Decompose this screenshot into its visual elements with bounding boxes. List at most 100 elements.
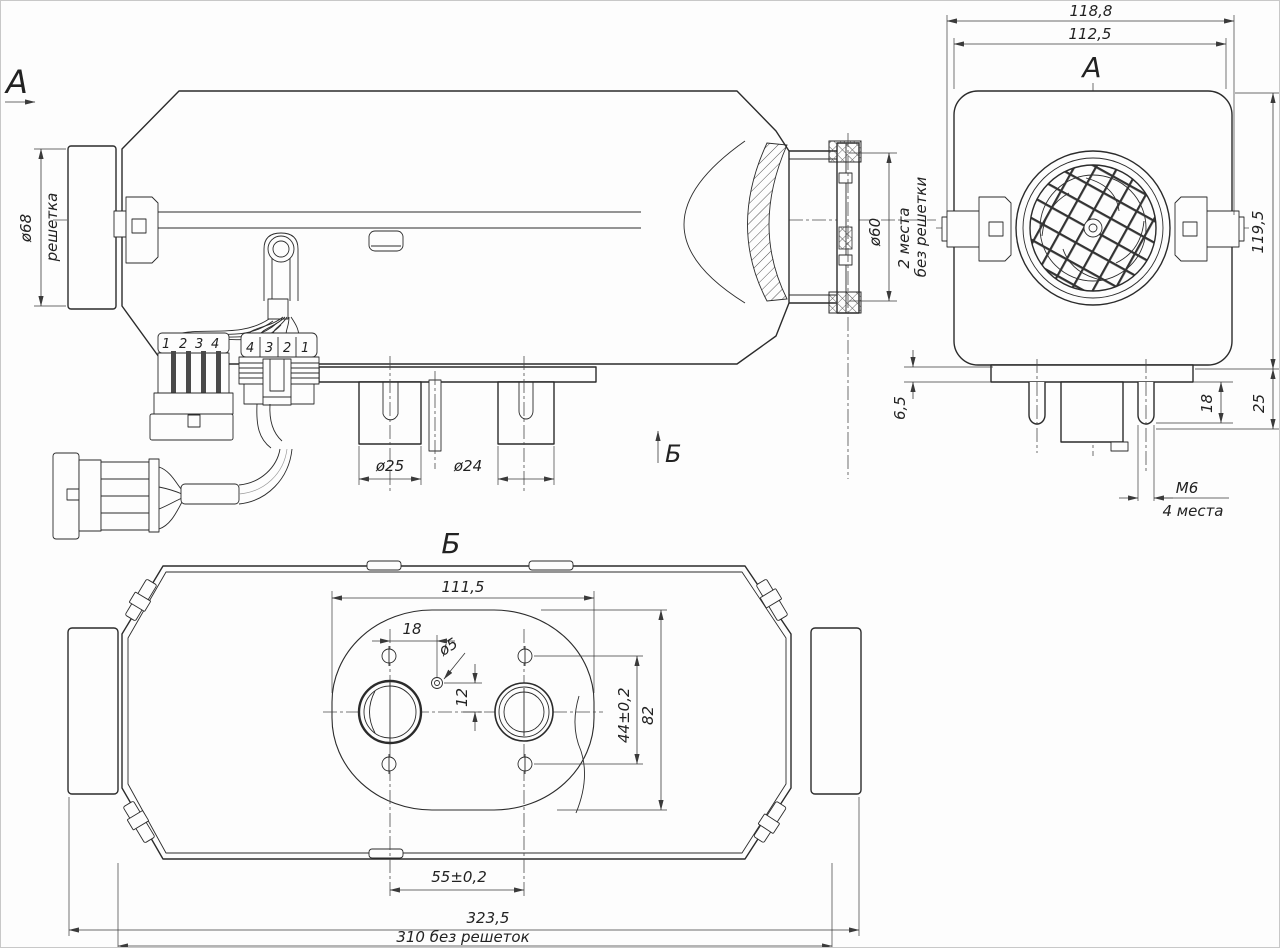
connector-main-tab bbox=[66, 488, 80, 501]
pin-label: 1 bbox=[301, 341, 309, 356]
corner-clamp-br bbox=[753, 801, 787, 843]
bottom-view: Б bbox=[67, 527, 862, 898]
connector-right-wire-1 bbox=[256, 403, 272, 449]
pin-label: 1 bbox=[162, 337, 170, 352]
outlet-grille-block-bottom bbox=[828, 291, 862, 314]
dim-pilot-offset: 18 bbox=[402, 620, 421, 638]
dim-overall-length: 323,5 bbox=[467, 909, 510, 927]
cable-mid bbox=[238, 448, 288, 495]
front-flange bbox=[990, 364, 1194, 383]
edge-tab-2 bbox=[528, 560, 574, 571]
connector-main bbox=[52, 448, 293, 540]
dim-flange-thickness: 6,5 bbox=[891, 396, 909, 420]
dim-grille-diameter: ø68 bbox=[17, 214, 35, 243]
section-a-marker: A bbox=[4, 63, 36, 105]
dim-overall-height: 119,5 bbox=[1249, 211, 1267, 254]
pilot-hole-inner bbox=[434, 680, 440, 686]
cable-sleeve bbox=[180, 483, 240, 505]
dim-pipe-spacing: 55±0,2 bbox=[431, 868, 487, 886]
intake-grille-side bbox=[67, 145, 117, 310]
bottom-grille-left bbox=[67, 627, 119, 795]
intake-port-damper bbox=[369, 690, 376, 734]
connector-right-slot-inner bbox=[269, 358, 285, 392]
pilot-hole-leader bbox=[443, 652, 466, 680]
connector-right-tab bbox=[262, 396, 292, 406]
dim-stud-thread: M6 bbox=[1176, 479, 1199, 497]
section-hatch bbox=[747, 142, 788, 302]
dim-length-without-grilles: 310 без решеток bbox=[396, 928, 529, 946]
outlet-grille-block-top bbox=[828, 140, 862, 163]
connector-left: 1 2 3 4 bbox=[149, 332, 234, 441]
exhaust-port-mid bbox=[498, 686, 550, 738]
pin-label: 3 bbox=[195, 337, 203, 352]
front-pump-box bbox=[1060, 381, 1124, 443]
outlet-detail-1 bbox=[838, 172, 853, 184]
break-line bbox=[574, 695, 585, 814]
side-body bbox=[121, 90, 790, 365]
pin-bar-3 bbox=[201, 351, 206, 394]
dim-pilot-vertical: 12 bbox=[453, 688, 471, 707]
section-b-label: Б bbox=[665, 440, 681, 468]
fan-wire-2 bbox=[158, 486, 183, 495]
dim-plate-width: 111,5 bbox=[442, 578, 485, 596]
outlet-detail-3 bbox=[838, 254, 853, 266]
dim-stud-row-spacing: 44±0,2 bbox=[615, 687, 633, 743]
fan-wire-4 bbox=[158, 501, 183, 530]
dim-plate-height: 82 bbox=[639, 706, 657, 725]
dim-outlet-diameter: ø60 bbox=[866, 218, 884, 247]
fan-wire-1 bbox=[158, 466, 183, 491]
view-b-title: Б bbox=[441, 527, 460, 560]
connector-left-tab bbox=[187, 414, 201, 428]
connector-main-cap bbox=[148, 458, 160, 533]
corner-clamp-tl bbox=[125, 579, 157, 621]
corner-clamp-tr bbox=[756, 579, 788, 621]
dim-overall-width: 118,8 bbox=[1070, 2, 1113, 20]
exhaust-pipe-bore bbox=[518, 382, 534, 420]
bottom-grille-right bbox=[810, 627, 862, 795]
cable-outer bbox=[238, 448, 281, 486]
edge-tab-1 bbox=[366, 560, 402, 571]
note-outlet-places: 2 места bbox=[895, 207, 913, 268]
section-a-label: A bbox=[4, 63, 28, 101]
pin-bar-2 bbox=[186, 351, 191, 394]
clamp-band bbox=[758, 813, 780, 834]
side-view bbox=[53, 90, 936, 491]
seam-latch bbox=[368, 230, 404, 252]
dim-exhaust-pipe: ø24 bbox=[453, 457, 482, 475]
cable-inner bbox=[238, 448, 293, 505]
dim-stud-length: 18 bbox=[1198, 394, 1216, 413]
pin-bar-4 bbox=[216, 351, 221, 394]
front-pump-notch bbox=[1110, 441, 1129, 452]
mount-plate-side bbox=[318, 366, 597, 383]
pin-bar-1 bbox=[171, 351, 176, 394]
connector-left-mid bbox=[153, 392, 234, 415]
fan-ring-mid bbox=[1022, 157, 1164, 299]
dim-body-width: 112,5 bbox=[1069, 25, 1112, 43]
view-a-title: A bbox=[1080, 51, 1101, 84]
front-view-dimensions: 118,8 112,5 119,5 6,5 18 25 M6 4 места bbox=[891, 2, 1279, 520]
front-clamp-block-left bbox=[946, 210, 982, 248]
dim-intake-pipe: ø25 bbox=[375, 457, 404, 475]
clamp-band bbox=[129, 591, 151, 612]
front-clamp-hole-right bbox=[1182, 221, 1198, 237]
exhaust-pipe-stub bbox=[497, 381, 555, 445]
outlet-detail-2 bbox=[838, 226, 853, 250]
fan-hub-inner bbox=[1088, 223, 1098, 233]
pin-label: 2 bbox=[179, 337, 187, 352]
connector-right-wire-2 bbox=[269, 403, 283, 442]
cable-stem bbox=[267, 298, 289, 320]
clamp-band bbox=[127, 810, 149, 831]
pin-label: 2 bbox=[283, 341, 291, 356]
front-clamp-hole-left bbox=[988, 221, 1004, 237]
wiring-harness: 1 2 3 4 4 3 2 1 bbox=[52, 316, 320, 540]
pin-label: 4 bbox=[211, 337, 219, 352]
connector-right: 4 3 2 1 bbox=[238, 332, 320, 449]
dim-grille-caption: решетка bbox=[43, 193, 61, 263]
dim-stud-overall: 25 bbox=[1250, 394, 1268, 413]
side-view-dimensions: ø68 решетка ø60 2 места без решетки ø25 … bbox=[17, 148, 930, 485]
edge-tab-3 bbox=[368, 848, 404, 859]
connector-main-mid bbox=[78, 459, 102, 532]
pilot-hole bbox=[431, 677, 443, 689]
